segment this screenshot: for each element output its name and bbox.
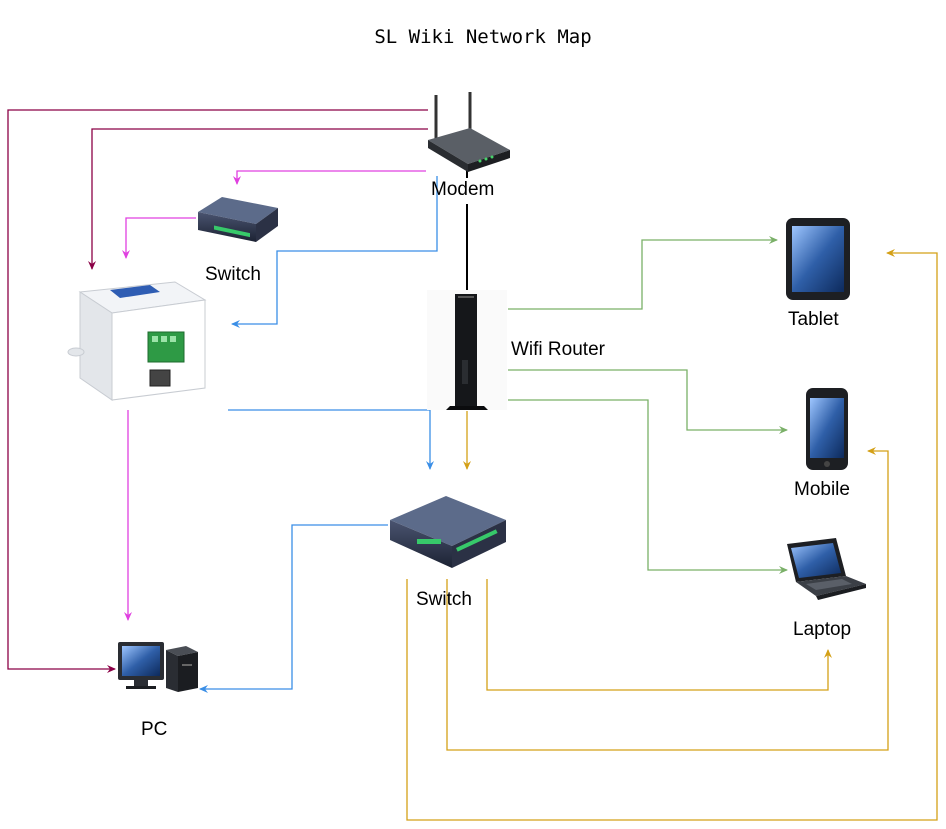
connector-main-switch-to-pc (199, 524, 388, 693)
node-label-pc: PC (141, 719, 168, 740)
connector-wifi-router-to-laptop (508, 399, 788, 574)
node-label-main-switch: Switch (416, 589, 472, 610)
desktop-computer-icon (118, 642, 198, 692)
router-modem-icon (428, 92, 510, 172)
wifi-router-icon (427, 290, 507, 410)
node-label-small-switch: Switch (205, 264, 261, 285)
node-label-laptop: Laptop (793, 619, 852, 640)
connector-wifi-router-to-mobile (508, 369, 788, 434)
node-label-wifi-router: Wifi Router (511, 339, 605, 360)
io-module-device-icon (67, 281, 207, 401)
diagram-title: SL Wiki Network Map (374, 26, 592, 48)
node-label-tablet: Tablet (788, 309, 839, 330)
connector-modem-to-io-module-blue (231, 176, 438, 328)
mobile-phone-icon (806, 388, 848, 470)
connector-modem-to-io-module (88, 128, 428, 270)
connector-small-switch-to-io-module (122, 217, 196, 259)
laptop-icon (787, 538, 866, 600)
connector-main-switch-to-laptop (486, 579, 832, 691)
connector-main-switch-to-mobile (446, 447, 889, 751)
node-label-modem: Modem (431, 179, 495, 200)
connector-modem-to-small-switch (233, 170, 426, 185)
connector-io-module-to-main-switch (228, 409, 434, 470)
small-switch-icon (198, 197, 278, 242)
node-label-mobile: Mobile (794, 479, 850, 500)
connector-main-switch-to-tablet (406, 249, 938, 821)
connector-wifi-router-to-tablet (508, 236, 778, 310)
connector-modem-to-pc (7, 109, 428, 673)
main-switch-icon (390, 496, 506, 568)
tablet-icon (786, 218, 850, 300)
